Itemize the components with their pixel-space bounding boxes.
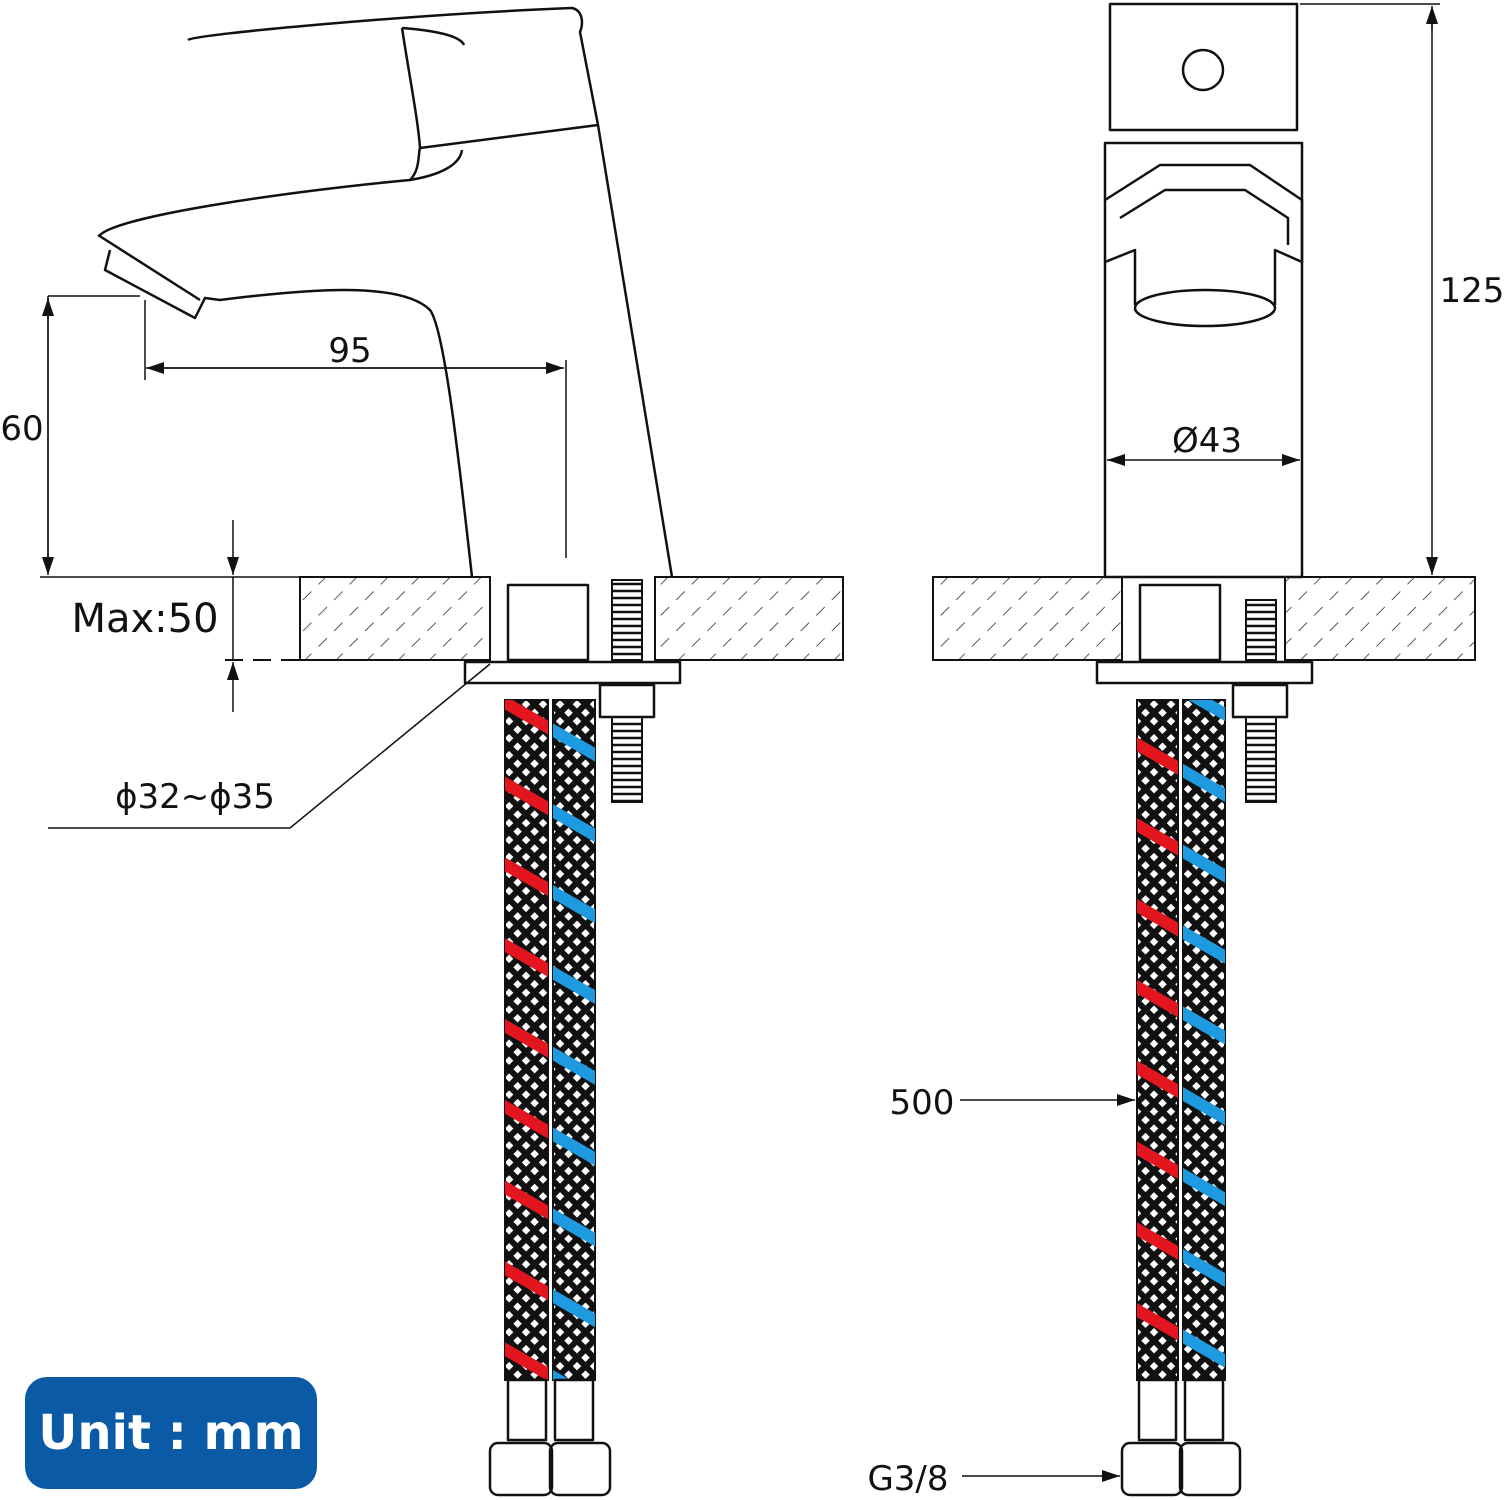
cold-hose (552, 699, 596, 1381)
aerator (1104, 163, 1304, 305)
total-height-label: 125 (1440, 271, 1505, 311)
spout-reach-label: 95 (328, 331, 371, 371)
handle-front (1108, 2, 1299, 132)
body-diameter-label: Ø43 (1172, 421, 1242, 461)
front-view: 125 Ø43 500 G3/8 (867, 2, 1505, 1499)
spout (97, 147, 464, 302)
shank (506, 583, 590, 662)
lever-handle (187, 6, 600, 150)
thread-size-label: G3/8 (867, 1459, 948, 1499)
body-front (1103, 141, 1304, 579)
mounting-plate (463, 660, 682, 685)
hose-length-label: 500 (890, 1083, 955, 1123)
hose-nut (488, 1441, 554, 1497)
max-thickness-label: Max:50 (71, 596, 218, 642)
hole-diameter-label: ϕ32~ϕ35 (115, 777, 275, 817)
unit-badge: Unit : mm (25, 1377, 317, 1489)
hot-hose (504, 699, 549, 1381)
side-view: 95 60 Max:50 ϕ32~ϕ35 (0, 6, 844, 1497)
hose-nut (548, 1441, 612, 1497)
spout-height-label: 60 (0, 409, 43, 449)
nut (598, 683, 656, 719)
handle-hole (1181, 48, 1225, 92)
faucet-body (103, 124, 674, 578)
